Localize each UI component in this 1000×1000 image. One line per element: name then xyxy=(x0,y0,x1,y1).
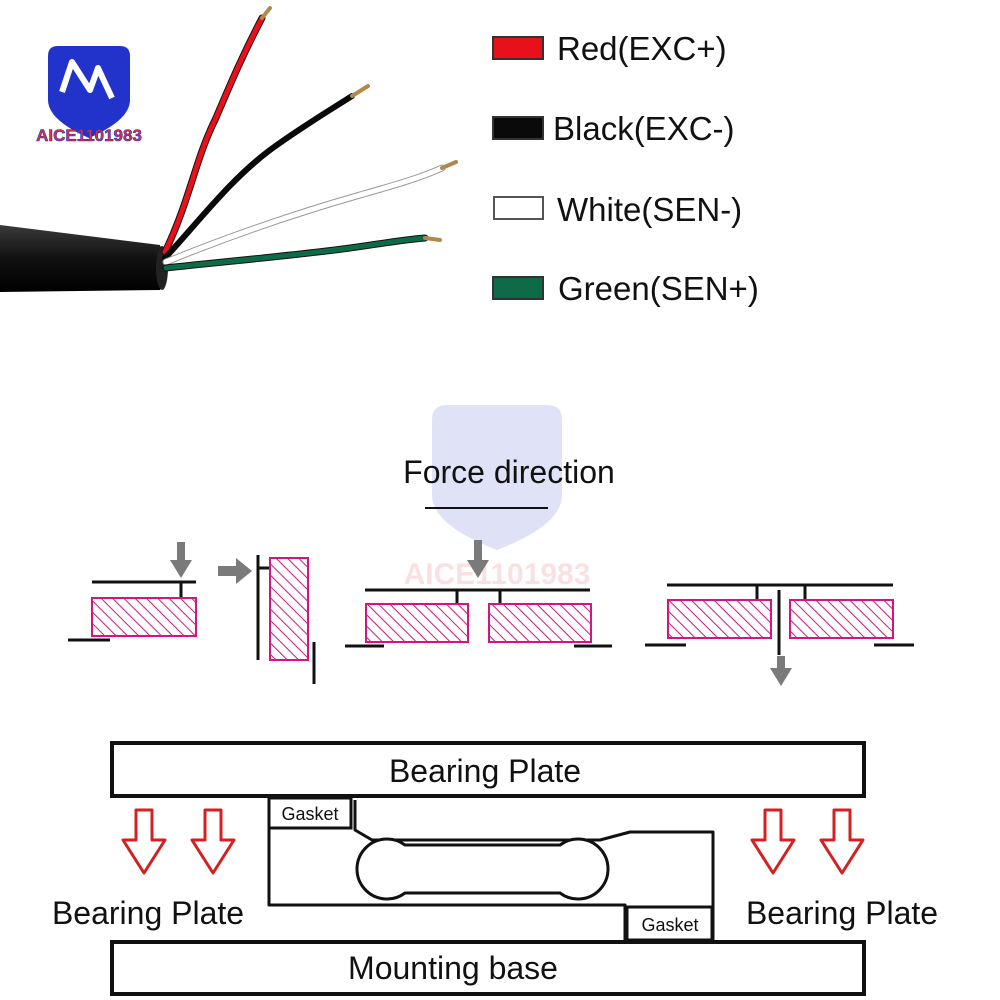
legend-label-green: Green(SEN+) xyxy=(558,270,759,307)
watermark-logo: AICE1101983 xyxy=(404,405,591,591)
cable-jacket xyxy=(0,225,166,292)
down-arrow-outline xyxy=(750,808,796,875)
down-arrow-outline xyxy=(819,808,865,875)
legend-item-white: White(SEN-) xyxy=(493,191,742,228)
load-cell-hole xyxy=(355,837,610,901)
sensor-element xyxy=(365,603,469,643)
force-arrow-down-3 xyxy=(770,656,792,686)
cable-illustration xyxy=(0,6,458,292)
force-arrow-down-1 xyxy=(170,542,192,578)
mounting-base xyxy=(110,940,866,996)
force-arrow-down-2 xyxy=(467,540,489,578)
mounting-base-label: Mounting base xyxy=(348,950,558,986)
legend-item-green: Green(SEN+) xyxy=(492,270,759,307)
legend-item-red: Red(EXC+) xyxy=(492,30,727,67)
legend-swatch-white xyxy=(493,196,544,220)
down-arrow-outline xyxy=(121,808,167,875)
force-direction-title: Force direction xyxy=(403,454,615,490)
legend-item-black: Black(EXC-) xyxy=(492,110,735,147)
legend-swatch-black xyxy=(492,116,544,140)
sensor-element xyxy=(269,557,309,661)
force-arrow-right xyxy=(218,558,252,584)
wire-color-legend: Red(EXC+) Black(EXC-) White(SEN-) Green(… xyxy=(492,30,759,307)
down-arrow-outline xyxy=(190,808,236,875)
left-bearing-plate-label: Bearing Plate xyxy=(52,895,244,931)
legend-label-white: White(SEN-) xyxy=(557,191,742,228)
wire-black xyxy=(162,93,355,261)
gasket-bottom-label: Gasket xyxy=(641,915,698,935)
top-bearing-plate-label: Bearing Plate xyxy=(389,753,581,789)
force-direction-section: Force direction xyxy=(68,454,914,686)
config-vertical-single xyxy=(68,542,197,642)
left-load-arrows xyxy=(121,808,236,875)
gasket-bottom xyxy=(625,905,714,942)
config-side-load xyxy=(218,555,316,684)
mounting-diagram: Bearing Plate Gasket Gasket Mounting bas… xyxy=(52,741,938,996)
legend-swatch-green xyxy=(492,276,544,300)
brand-logo-text: AICE1101983 xyxy=(36,126,142,145)
watermark-text: AICE1101983 xyxy=(404,558,591,591)
legend-label-red: Red(EXC+) xyxy=(557,30,727,67)
legend-swatch-red xyxy=(492,36,544,60)
config-pull-down-double xyxy=(645,583,914,686)
gasket-top-label: Gasket xyxy=(281,804,338,824)
sensor-element xyxy=(789,599,894,639)
load-cell-body xyxy=(267,800,715,942)
right-load-arrows xyxy=(750,808,865,875)
config-center-double xyxy=(345,540,612,648)
sensor-element xyxy=(667,599,772,639)
sensor-element xyxy=(488,603,592,643)
sensor-element xyxy=(91,597,197,637)
brand-logo: AICE1101983 xyxy=(36,46,142,145)
legend-label-black: Black(EXC-) xyxy=(553,110,735,147)
right-bearing-plate-label: Bearing Plate xyxy=(746,895,938,931)
top-bearing-plate xyxy=(110,741,866,798)
